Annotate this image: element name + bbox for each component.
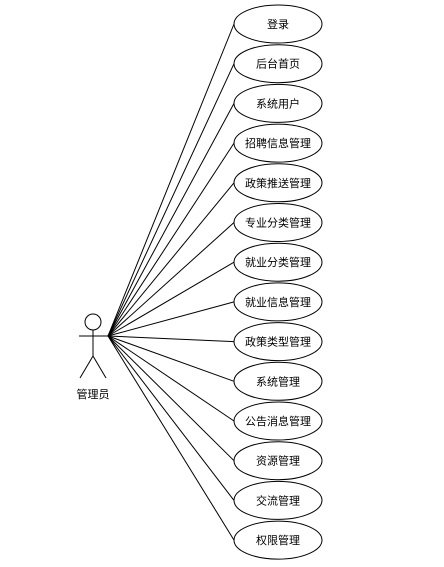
- association-line: [107, 335, 235, 422]
- use-case-ellipse: [233, 123, 323, 163]
- use-case: 登录: [233, 4, 323, 44]
- use-case-ellipse: [233, 44, 323, 84]
- use-case-label: 权限管理: [256, 533, 300, 547]
- use-case: 就业分类管理: [233, 242, 323, 282]
- association-line: [107, 63, 235, 337]
- use-case-ellipse: [233, 361, 323, 401]
- use-case-label: 登录: [267, 17, 289, 31]
- use-case: 公告消息管理: [233, 401, 323, 441]
- use-case: 专业分类管理: [233, 203, 323, 242]
- use-case-label: 招聘信息管理: [245, 136, 311, 150]
- use-case-label: 政策推送管理: [245, 176, 311, 190]
- use-case-ellipse: [233, 4, 323, 44]
- association-lines: [107, 23, 235, 541]
- use-case-label: 后台首页: [256, 57, 300, 71]
- actor-head: [84, 313, 102, 331]
- association-line: [107, 335, 235, 343]
- association-line: [107, 335, 235, 462]
- association-line: [107, 301, 235, 337]
- use-case-ellipse: [233, 163, 323, 203]
- association-line: [107, 335, 235, 501]
- association-line: [107, 222, 235, 337]
- use-case-label: 交流管理: [256, 493, 300, 507]
- use-case-label: 专业分类管理: [245, 216, 311, 230]
- use-case-ellipse: [233, 242, 323, 282]
- actor-left-leg: [79, 355, 94, 379]
- use-case: 交流管理: [233, 480, 323, 520]
- use-case-ellipse: [233, 203, 323, 242]
- use-case: 资源管理: [233, 441, 323, 481]
- use-case-label: 公告消息管理: [245, 414, 311, 428]
- use-case: 系统管理: [233, 361, 323, 401]
- use-case: 权限管理: [233, 520, 323, 560]
- association-line: [107, 142, 235, 337]
- use-case: 就业信息管理: [233, 282, 323, 322]
- association-line: [107, 103, 235, 337]
- use-case-label: 系统用户: [256, 96, 300, 110]
- association-line: [107, 261, 235, 337]
- association-line: [107, 23, 235, 337]
- use-cases: 登录后台首页系统用户招聘信息管理政策推送管理专业分类管理就业分类管理就业信息管理…: [233, 4, 323, 560]
- use-case-label: 系统管理: [256, 374, 300, 388]
- use-case-ellipse: [233, 282, 323, 322]
- use-case-label: 就业信息管理: [245, 295, 311, 309]
- use-case: 政策类型管理: [233, 322, 323, 362]
- use-case: 系统用户: [233, 83, 323, 123]
- use-case: 政策推送管理: [233, 163, 323, 203]
- association-line: [107, 335, 235, 382]
- actor-right-leg: [92, 355, 107, 379]
- use-case-ellipse: [233, 83, 323, 123]
- use-case-label: 政策类型管理: [245, 335, 311, 349]
- association-line: [107, 182, 235, 337]
- use-case: 后台首页: [233, 44, 323, 84]
- use-case-ellipse: [233, 322, 323, 362]
- use-case-ellipse: [233, 520, 323, 560]
- use-case-ellipse: [233, 441, 323, 481]
- use-case-label: 资源管理: [256, 454, 300, 468]
- association-line: [107, 335, 235, 541]
- use-case-ellipse: [233, 480, 323, 520]
- actor-label: 管理员: [77, 387, 110, 401]
- use-case: 招聘信息管理: [233, 123, 323, 163]
- use-case-label: 就业分类管理: [245, 255, 311, 269]
- use-case-ellipse: [233, 401, 323, 441]
- actor-admin: 管理员: [77, 313, 110, 401]
